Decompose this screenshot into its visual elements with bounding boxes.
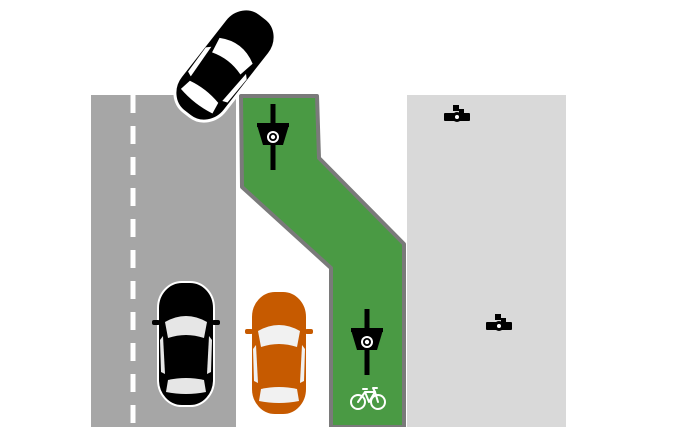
bicycle-icon (350, 387, 386, 410)
sidewalk (407, 95, 566, 427)
turning-car-icon (173, 7, 277, 123)
orange-car-icon (245, 290, 313, 416)
parked-car-icon (152, 281, 220, 407)
